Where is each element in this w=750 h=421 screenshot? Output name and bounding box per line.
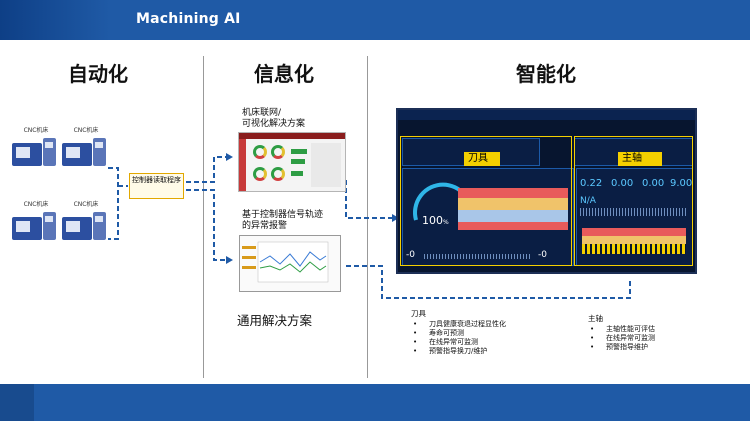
section-title-automation: 自动化 bbox=[68, 62, 128, 86]
tool-tag: 刀具 bbox=[464, 152, 500, 166]
spindle-na-value: N/A bbox=[580, 196, 596, 206]
spindle-feature-list: 主轴 主轴性能可评估 在线异常可监测 预警指导维护 bbox=[588, 314, 655, 352]
cnc-machine-icon bbox=[62, 138, 106, 166]
header-bar: Machining AI bbox=[0, 0, 750, 40]
gauge-icon bbox=[271, 167, 285, 181]
list-item: 主轴性能可评估 bbox=[588, 325, 655, 334]
spindle-value-4: 9.00 bbox=[670, 178, 693, 189]
general-solution-text: 通用解决方案 bbox=[237, 313, 313, 328]
gauge-icon bbox=[271, 145, 285, 159]
cnc-machine: CNC机床 bbox=[62, 199, 110, 240]
page-title: Machining AI bbox=[136, 11, 241, 27]
machine-label: CNC机床 bbox=[73, 127, 99, 134]
spindle-value-3: 0.00 bbox=[642, 178, 665, 189]
gauge-icon bbox=[253, 167, 267, 181]
machine-label: CNC机床 bbox=[73, 201, 99, 208]
list-item: 预警指导换刀/维护 bbox=[411, 347, 506, 356]
list-item: 在线异常可监测 bbox=[411, 338, 506, 347]
cnc-machine-icon bbox=[12, 212, 56, 240]
cnc-machine: CNC机床 bbox=[12, 199, 60, 240]
tool-low-mid-value: -0 bbox=[538, 250, 547, 260]
list-item: 刀具健康衰退过程显性化 bbox=[411, 320, 506, 329]
spindle-highlight-frame bbox=[574, 136, 693, 266]
networking-dashboard-thumbnail bbox=[238, 132, 346, 192]
dashboard-topbar bbox=[398, 110, 695, 120]
list-title: 主轴 bbox=[588, 314, 603, 323]
list-item: 寿命可预测 bbox=[411, 329, 506, 338]
cnc-machine-icon bbox=[12, 138, 56, 166]
header-decoration bbox=[0, 0, 110, 40]
spindle-value-2: 0.00 bbox=[611, 178, 634, 189]
gauge-icon bbox=[253, 145, 267, 159]
spindle-tag: 主轴 bbox=[618, 152, 662, 166]
list-item: 预警指导维护 bbox=[588, 343, 655, 352]
tool-highlight-frame bbox=[400, 136, 572, 266]
tool-low-left-value: -0 bbox=[406, 250, 415, 260]
health-monitoring-dashboard: 100% -0 -0 0.22 0.00 0.00 9.00 N/A 刀具 主轴 bbox=[396, 108, 697, 274]
cnc-machine-icon bbox=[62, 212, 106, 240]
section-title-information: 信息化 bbox=[254, 62, 314, 86]
networking-solution-text: 机床联网/ 可视化解决方案 bbox=[242, 108, 306, 129]
controller-read-program-box: 控制器读取程序 bbox=[129, 173, 184, 199]
machine-label: CNC机床 bbox=[23, 201, 49, 208]
signal-trajectory-thumbnail bbox=[239, 235, 341, 292]
anomaly-alarm-text: 基于控制器信号轨迹 的异常报警 bbox=[242, 210, 324, 231]
footer-bar bbox=[0, 384, 750, 421]
machine-label: CNC机床 bbox=[23, 127, 49, 134]
footer-decoration bbox=[0, 384, 34, 421]
spindle-value-1: 0.22 bbox=[580, 178, 603, 189]
divider bbox=[203, 56, 204, 378]
list-item: 在线异常可监测 bbox=[588, 334, 655, 343]
gauge-value: 100% bbox=[422, 214, 449, 227]
cnc-machine: CNC机床 bbox=[12, 125, 60, 166]
section-title-intelligence: 智能化 bbox=[516, 62, 576, 86]
list-title: 刀具 bbox=[411, 309, 426, 318]
tool-feature-list: 刀具 刀具健康衰退过程显性化 寿命可预测 在线异常可监测 预警指导换刀/维护 bbox=[411, 309, 506, 356]
cnc-machine: CNC机床 bbox=[62, 125, 110, 166]
